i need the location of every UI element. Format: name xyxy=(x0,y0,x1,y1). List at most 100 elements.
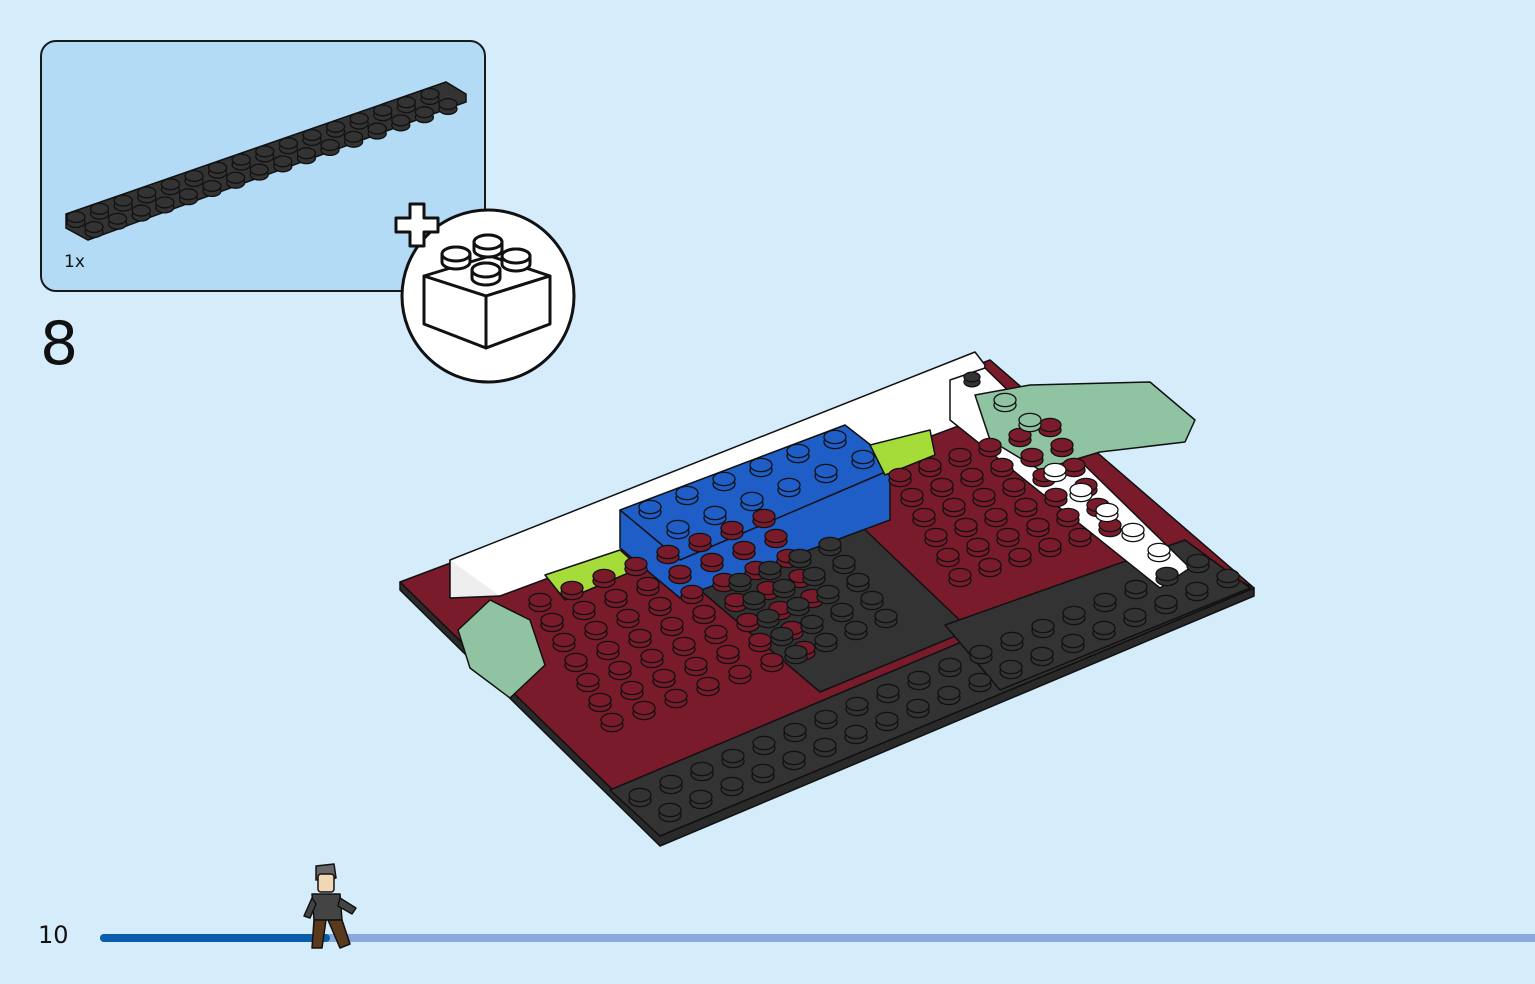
stud xyxy=(572,600,596,621)
stud xyxy=(845,696,869,717)
stud xyxy=(924,527,948,548)
stud xyxy=(832,554,856,575)
stud xyxy=(690,761,714,782)
stud xyxy=(740,491,764,512)
stud xyxy=(1026,517,1050,538)
stud xyxy=(1043,462,1067,483)
stud xyxy=(66,210,86,229)
stud xyxy=(684,656,708,677)
stud xyxy=(652,668,676,689)
stud xyxy=(721,748,745,769)
stud xyxy=(751,763,775,784)
stud xyxy=(942,497,966,518)
stud xyxy=(596,640,620,661)
stud xyxy=(1038,537,1062,558)
stud xyxy=(278,137,299,155)
stud xyxy=(137,186,157,204)
stud xyxy=(875,711,899,732)
parts-list-callout: 1x xyxy=(40,40,486,292)
stud xyxy=(788,548,812,569)
stud xyxy=(1123,607,1147,628)
stud xyxy=(207,161,228,179)
stud xyxy=(748,632,772,653)
stud xyxy=(576,672,600,693)
stud xyxy=(860,590,884,611)
stud xyxy=(1092,620,1116,641)
stud xyxy=(938,657,962,678)
stud xyxy=(1095,502,1119,523)
stud xyxy=(367,122,387,140)
stud xyxy=(990,457,1014,478)
stud xyxy=(592,568,616,589)
stud xyxy=(1018,412,1042,433)
stud xyxy=(620,680,644,701)
stud xyxy=(814,632,838,653)
stud xyxy=(993,392,1017,413)
stud xyxy=(764,528,788,549)
stud xyxy=(420,87,440,106)
stud xyxy=(343,130,364,148)
stud xyxy=(874,608,898,629)
stud xyxy=(131,204,151,222)
stud xyxy=(724,592,748,613)
stud xyxy=(1147,542,1171,563)
stud xyxy=(823,429,847,450)
stud xyxy=(349,112,369,130)
stud xyxy=(1008,547,1032,568)
stud xyxy=(830,602,854,623)
stud xyxy=(712,471,736,492)
stud xyxy=(414,106,435,124)
stud xyxy=(1038,417,1062,438)
plate-2x16-icon xyxy=(65,81,467,241)
stud xyxy=(1186,553,1210,574)
stud xyxy=(692,604,716,625)
stud xyxy=(373,104,393,122)
stud xyxy=(675,485,699,506)
stud xyxy=(658,802,682,823)
stud xyxy=(640,648,664,669)
stud xyxy=(184,169,204,188)
stud xyxy=(900,487,924,508)
stud xyxy=(782,750,806,771)
stud xyxy=(552,632,576,653)
stud xyxy=(660,616,684,637)
stud xyxy=(907,670,931,691)
stud xyxy=(728,572,752,593)
stud xyxy=(628,628,652,649)
stud xyxy=(772,578,796,599)
stud xyxy=(700,552,724,573)
stud xyxy=(608,660,632,681)
stud xyxy=(996,527,1020,548)
stud xyxy=(703,505,727,526)
stud xyxy=(680,584,704,605)
stud xyxy=(818,536,842,557)
stud xyxy=(584,620,608,641)
stud xyxy=(742,590,766,611)
stud xyxy=(786,443,810,464)
step-number: 8 xyxy=(40,309,79,379)
stud xyxy=(231,153,251,171)
stud xyxy=(325,120,346,138)
stud xyxy=(969,644,993,665)
stud xyxy=(1020,447,1044,468)
stud xyxy=(320,138,340,157)
stud xyxy=(813,737,837,758)
stud xyxy=(636,576,660,597)
stud xyxy=(302,128,322,147)
stud xyxy=(632,700,656,721)
stud xyxy=(616,608,640,629)
stud xyxy=(659,774,683,795)
stud xyxy=(1068,527,1092,548)
stud xyxy=(396,96,417,114)
stud xyxy=(1056,507,1080,528)
stud xyxy=(1069,482,1093,503)
stud xyxy=(638,499,662,520)
stud xyxy=(704,624,728,645)
stud xyxy=(696,676,720,697)
stud xyxy=(540,612,564,633)
stud xyxy=(648,596,672,617)
stud xyxy=(749,457,773,478)
stud xyxy=(732,540,756,561)
stud xyxy=(688,532,712,553)
